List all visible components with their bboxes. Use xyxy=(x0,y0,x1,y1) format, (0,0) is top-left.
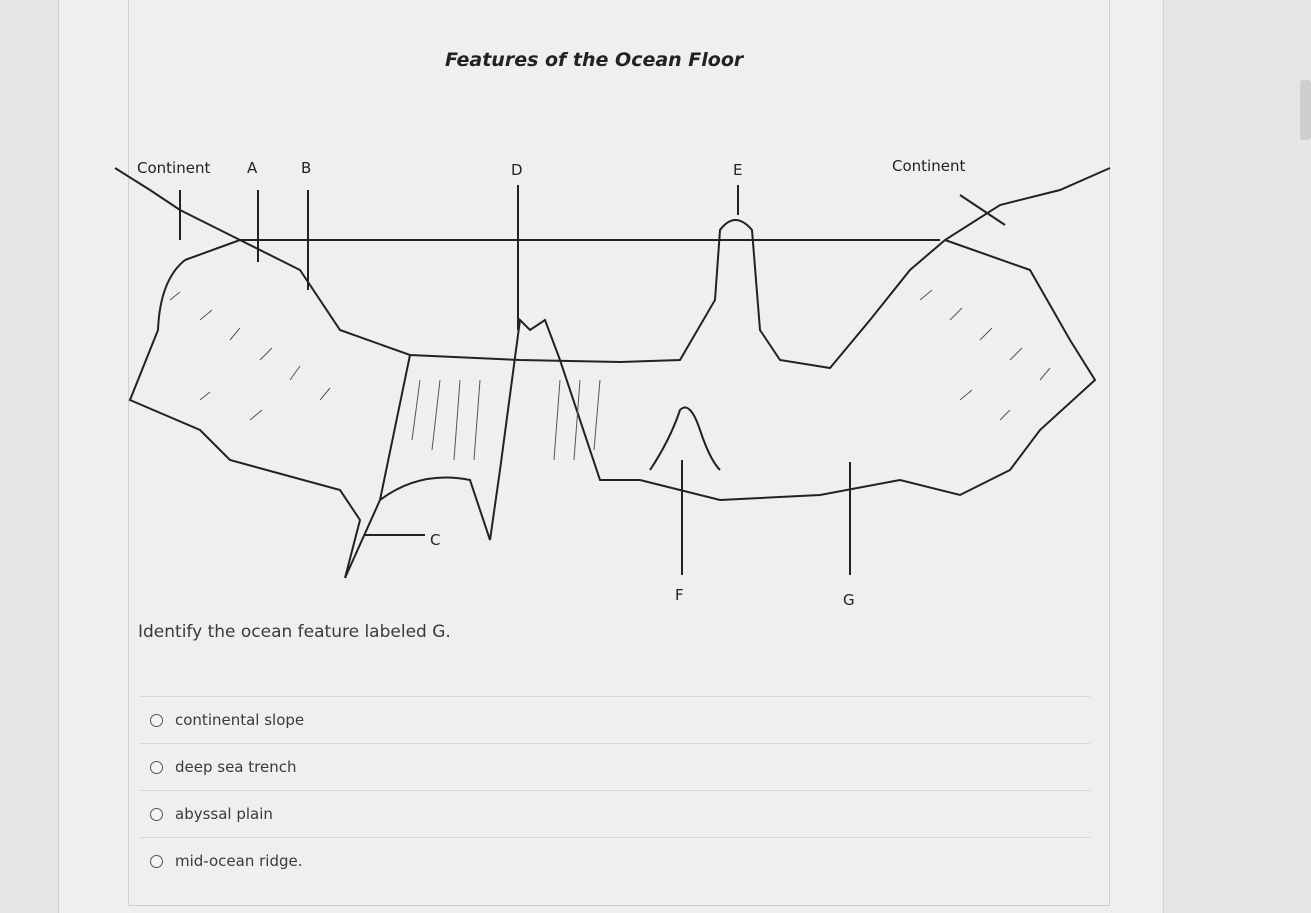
radio-button[interactable] xyxy=(150,760,163,774)
diagram-drawing xyxy=(114,167,1111,579)
option-label: mid-ocean ridge. xyxy=(175,852,303,870)
label-b: B xyxy=(301,159,311,177)
question-box xyxy=(128,0,1110,906)
surface-profile xyxy=(114,167,1111,370)
label-d: D xyxy=(511,161,523,179)
label-a: A xyxy=(247,159,258,177)
right-floor xyxy=(379,239,1097,541)
option-deep-sea-trench[interactable]: deep sea trench xyxy=(140,743,1090,790)
answer-options: continental slope deep sea trench abyssa… xyxy=(140,696,1090,884)
option-continental-slope[interactable]: continental slope xyxy=(140,696,1090,743)
option-label: deep sea trench xyxy=(175,758,297,776)
continent-right-pointer xyxy=(959,194,1006,226)
diagram-title: Features of the Ocean Floor xyxy=(445,49,745,71)
quiz-card xyxy=(58,0,1164,913)
hatching xyxy=(169,289,1051,461)
label-f: F xyxy=(675,586,684,604)
option-abyssal-plain[interactable]: abyssal plain xyxy=(140,790,1090,837)
label-c: C xyxy=(430,531,440,549)
option-label: abyssal plain xyxy=(175,805,273,823)
seamount xyxy=(649,406,721,471)
radio-button[interactable] xyxy=(150,854,163,868)
option-mid-ocean-ridge[interactable]: mid-ocean ridge. xyxy=(140,837,1090,884)
radio-button[interactable] xyxy=(150,807,163,821)
radio-button[interactable] xyxy=(150,713,163,727)
scrollbar[interactable] xyxy=(1300,80,1311,140)
left-shelf xyxy=(128,239,411,579)
label-continent-left: Continent xyxy=(137,159,210,177)
option-label: continental slope xyxy=(175,711,305,729)
question-text: Identify the ocean feature labeled G. xyxy=(138,622,451,642)
label-continent-right: Continent xyxy=(892,157,965,175)
label-e: E xyxy=(733,161,742,179)
label-g: G xyxy=(843,591,855,609)
